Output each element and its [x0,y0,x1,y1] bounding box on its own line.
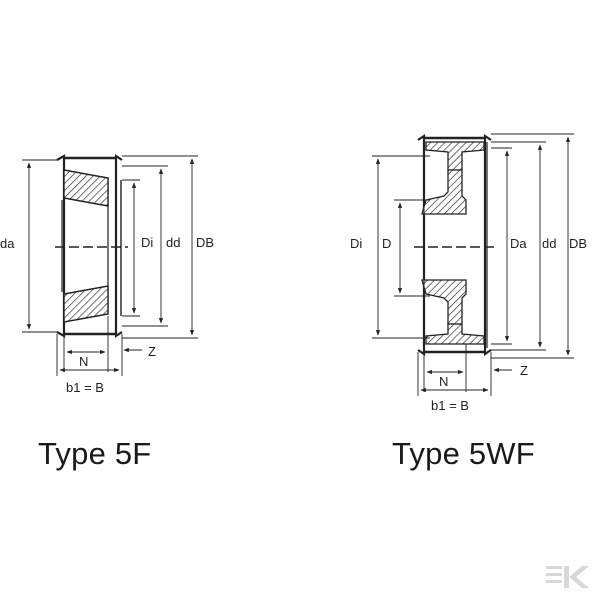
type-5wf-drawing [372,133,574,396]
type-5f-db-label: DB [196,235,214,250]
type-5f-da-label: da [0,236,15,251]
type-5f-caption: Type 5F [38,436,152,471]
type-5wf-da-label: Da [510,236,527,251]
type-5f-di-label: Di [141,235,153,250]
type-5f-dd-label: dd [166,235,180,250]
type-5wf-db-label: DB [569,236,587,251]
type-5f-n-label: N [79,354,88,369]
type-5wf-b1-label: b1 = B [431,398,469,413]
type-5f-z-label: Z [148,344,156,359]
type-5f-b1-label: b1 = B [66,380,104,395]
type-5wf-z-label: Z [520,363,528,378]
k-logo-icon [546,566,589,588]
type-5wf-di-label: Di [350,236,362,251]
type-5f-drawing [22,153,198,376]
type-5wf-n-label: N [439,374,448,389]
type-5wf-d-label: D [382,236,391,251]
type-5wf-caption: Type 5WF [392,436,535,471]
type-5wf-dd-label: dd [542,236,556,251]
